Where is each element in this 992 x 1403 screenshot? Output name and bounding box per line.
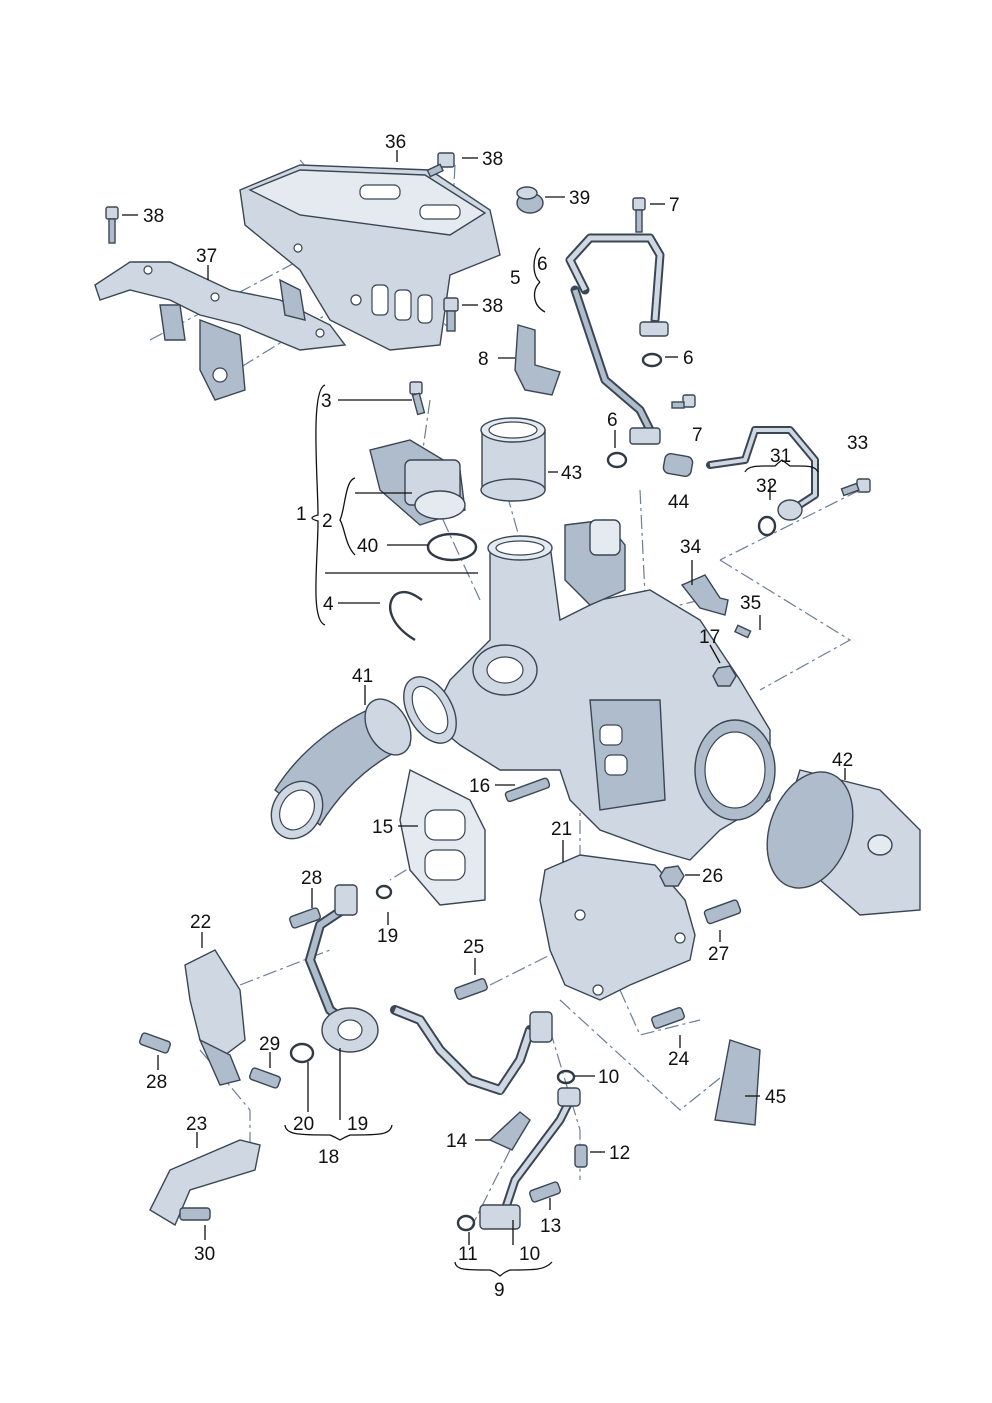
callout-34: 34 [680,537,702,558]
callout-38-mid: 38 [482,296,503,317]
hose-part-44 [662,452,694,478]
oil-return-part-18 [289,884,393,1064]
bracket-part-37 [94,261,347,401]
converter-part-42 [766,769,921,916]
clip-part-14 [488,1111,531,1151]
bracket-part-34 [680,574,729,616]
coolant-pipe-part-9 [456,1069,581,1232]
heat-shield-part-36 [239,164,501,351]
callout-7-lower: 7 [692,425,703,446]
callout-35: 35 [740,593,761,614]
bolt-part-27 [703,899,742,925]
callout-28-bottom: 28 [146,1072,167,1093]
callout-5: 5 [510,268,521,289]
callout-42: 42 [832,750,853,771]
callout-labels: 36 38 38 39 7 37 5 6 38 8 6 3 6 7 43 33 … [143,132,868,1301]
callout-19-top: 19 [377,926,398,947]
callout-11: 11 [458,1244,478,1265]
plug-part-39 [516,186,544,214]
callout-14: 14 [446,1131,468,1152]
gasket-part-15 [399,768,486,906]
callout-23: 23 [186,1114,207,1135]
callout-43: 43 [561,463,582,484]
turbocharger-body-part-1 [403,519,776,861]
callout-15: 15 [372,817,393,838]
callout-17: 17 [699,627,720,648]
bolt-part-30 [179,1207,211,1221]
callout-27: 27 [708,944,729,965]
callout-20: 20 [293,1114,314,1135]
callout-16: 16 [469,776,490,797]
bolt-part-13 [528,1181,562,1203]
callout-4: 4 [323,594,334,615]
bolt-part-25 [454,978,488,1000]
actuator-part-2 [369,439,466,526]
callout-10-bottom: 10 [519,1244,540,1265]
callout-41: 41 [352,666,373,687]
stud-part-16 [504,777,551,803]
callout-26: 26 [702,866,723,887]
callout-6-right: 6 [683,348,694,369]
callout-45: 45 [765,1087,786,1108]
callout-32: 32 [756,476,777,497]
callout-10-top: 10 [598,1067,619,1088]
line-part-31 [706,426,819,537]
callout-9: 9 [494,1280,505,1301]
callout-1: 1 [296,504,307,525]
callout-33: 33 [847,433,868,454]
callout-18: 18 [318,1147,339,1168]
oil-line-part-5 [565,233,669,469]
bracket-part-23 [149,1139,261,1227]
callout-21: 21 [551,819,572,840]
callout-36: 36 [385,132,406,153]
callout-25: 25 [463,937,484,958]
callout-39: 39 [569,188,590,209]
callout-28-top: 28 [301,868,322,889]
callout-19-bottom: 19 [347,1114,368,1135]
nut-part-17 [712,665,737,687]
callout-6-bracket: 6 [537,254,548,275]
shield-part-8 [514,324,561,396]
sleeve-part-43 [480,417,546,502]
bolt-part-28 [288,907,322,929]
coolant-line [390,1005,553,1095]
callout-7-top: 7 [669,195,680,216]
callout-2: 2 [322,511,333,532]
callout-30: 30 [194,1244,215,1265]
sleeve-part-45 [714,1039,761,1126]
heat-shield-part-21 [539,854,696,1001]
nut-part-26 [659,865,685,887]
bolt-part-24 [651,1007,685,1029]
o-ring-part-40 [426,532,478,562]
bolt-part-29 [248,1067,282,1089]
bolt-part-12 [574,1144,588,1168]
callout-31: 31 [770,446,791,467]
callout-40: 40 [357,536,378,557]
circlip-part-4 [389,590,423,642]
leader-lines [122,150,846,1277]
callout-29: 29 [259,1034,280,1055]
callout-6-lower: 6 [607,410,618,431]
callout-44: 44 [668,492,690,513]
callout-13: 13 [540,1216,561,1237]
callout-38-top: 38 [482,149,503,170]
bolt-part-28b [138,1032,172,1054]
callout-38-left: 38 [143,206,164,227]
callout-3: 3 [321,391,332,412]
bracket-part-22 [184,949,246,1086]
bolts [105,152,871,639]
inlet-hose-part-41 [270,698,412,840]
callout-37: 37 [196,246,217,267]
callout-12: 12 [609,1143,630,1164]
callout-22: 22 [190,912,211,933]
callout-24: 24 [668,1049,690,1070]
part-drawings [94,152,921,1232]
callout-8: 8 [478,349,489,370]
